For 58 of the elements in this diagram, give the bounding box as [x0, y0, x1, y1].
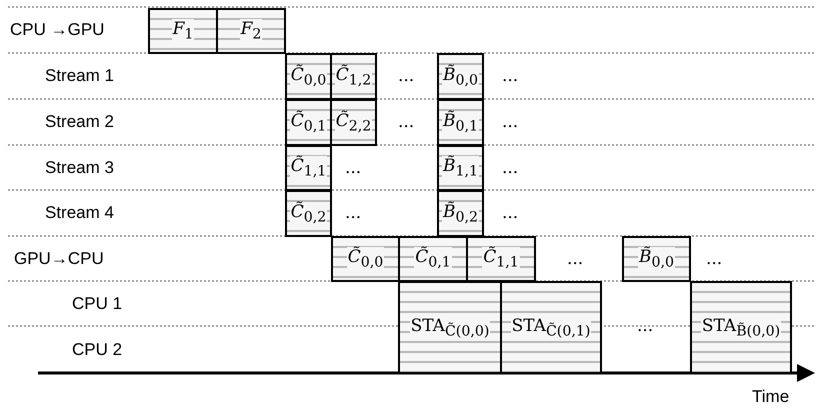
- task-block: [285, 99, 332, 146]
- task-block: [437, 145, 484, 191]
- ellipsis: ...: [502, 112, 518, 132]
- ellipsis: ...: [502, 66, 518, 86]
- task-label: B̃$_{1,1}$: [442, 156, 479, 180]
- row-label: Stream 3: [45, 158, 114, 178]
- task-label: C̃$_{2,2}$: [334, 110, 372, 134]
- task-label: C̃$_{0,1}$: [290, 110, 328, 134]
- task-block: [148, 8, 218, 54]
- ellipsis: ...: [345, 158, 362, 178]
- task-label: C̃$_{0,0}$: [346, 247, 384, 271]
- row-label: Stream 2: [45, 112, 114, 132]
- ellipsis: ...: [502, 158, 518, 178]
- task-block: [622, 236, 691, 282]
- task-label: B̃$_{0,2}$: [442, 202, 479, 226]
- task-block: [690, 281, 792, 374]
- task-block: [285, 145, 332, 191]
- task-block: [398, 281, 502, 374]
- task-label: B̃$_{0,0}$: [638, 247, 675, 271]
- row-label: Stream 4: [45, 203, 114, 223]
- task-block: [285, 53, 332, 100]
- ellipsis: ...: [567, 249, 584, 269]
- row-label: CPU 1: [72, 294, 122, 314]
- task-label: STA$_{B̃(0,0)}$: [700, 316, 782, 340]
- task-label: F$_{2}$: [240, 19, 262, 43]
- task-label: STA$_{C̃(0,1)}$: [510, 316, 592, 340]
- task-block: [285, 190, 332, 237]
- task-block: [500, 281, 602, 374]
- task-label: B̃$_{0,0}$: [442, 64, 479, 88]
- axis-label: Time: [752, 387, 790, 407]
- ellipsis: ...: [345, 203, 362, 223]
- ellipsis: ...: [398, 66, 414, 86]
- task-label: C̃$_{0,0}$: [290, 64, 328, 88]
- task-block: [437, 99, 484, 146]
- task-block: [437, 190, 484, 237]
- row-label: Stream 1: [45, 66, 114, 86]
- task-block: [466, 236, 536, 282]
- ellipsis: ...: [502, 203, 518, 223]
- task-block: [216, 8, 286, 54]
- row-label: CPU →GPU: [10, 20, 104, 40]
- task-label: C̃$_{1,2}$: [334, 64, 372, 88]
- task-label: C̃$_{0,1}$: [414, 247, 452, 271]
- task-label: B̃$_{0,1}$: [442, 110, 479, 134]
- ellipsis: ...: [398, 112, 414, 132]
- row-label: GPU→CPU: [14, 249, 104, 269]
- task-block: [437, 53, 484, 100]
- row-label: CPU 2: [72, 340, 122, 360]
- task-block: [398, 236, 468, 282]
- task-label: STA$_{C̃(0,0)}$: [410, 316, 490, 340]
- task-block: [330, 53, 377, 100]
- task-block: [331, 236, 400, 282]
- ellipsis: ...: [706, 249, 722, 269]
- task-label: C̃$_{1,1}$: [290, 156, 328, 180]
- task-label: F$_{1}$: [172, 19, 194, 43]
- task-label: C̃$_{1,1}$: [482, 247, 520, 271]
- task-block: [330, 99, 377, 146]
- ellipsis: ...: [637, 316, 654, 336]
- task-label: C̃$_{0,2}$: [290, 202, 328, 226]
